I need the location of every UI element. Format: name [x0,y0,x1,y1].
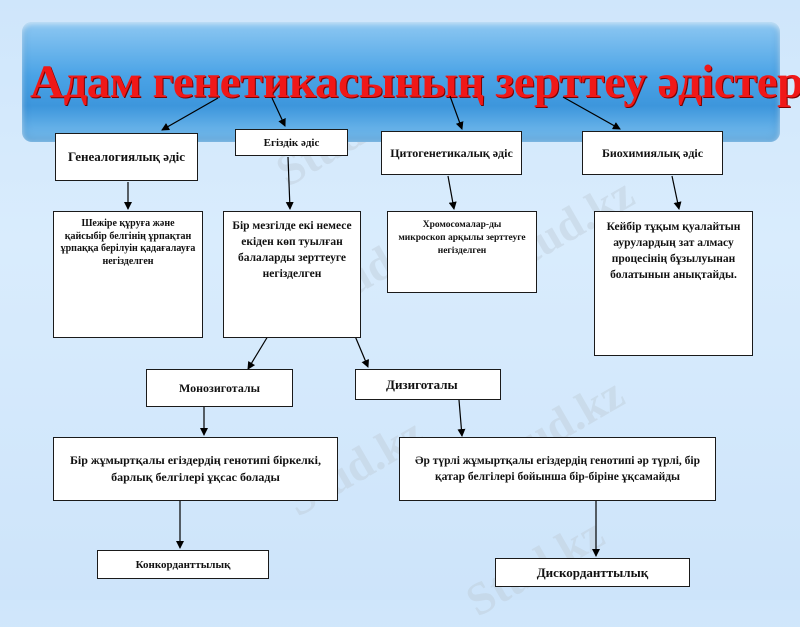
genealogical-description: Шежіре құруға және қайсыбір белгінің ұрп… [60,218,196,267]
arrow [354,335,369,368]
discordance-label: Дискорданттылық [536,564,649,580]
twin-method-label: Егіздік әдіс [263,136,320,149]
arrow [671,175,682,210]
monozygotic-description-box: Бір жұмыртқалы егіздердің генотипі бірке… [53,437,338,501]
cytogenetic-method-label: Цитогенетикалық әдіс [390,145,513,160]
biochemical-method-box: Биохимиялық әдіс [582,131,723,175]
cytogenetic-description: Хромосомалар-ды микроскоп арқылы зерттеу… [398,220,526,256]
monozygotic-label: Монозиготалы [178,380,261,395]
biochemical-description: Кейбір тұқым қуалайтын аурулардың зат ал… [606,221,741,281]
cytogenetic-method-box: Цитогенетикалық әдіс [381,131,522,175]
genealogical-description-box: Шежіре құруға және қайсыбір белгінің ұрп… [53,211,203,338]
dizygotic-box: Дизиготалы [355,369,501,400]
arrow [449,95,464,130]
concordance-label: Конкорданттылық [135,558,231,571]
dizygotic-label: Дизиготалы [386,376,458,392]
discordance-box: Дискорданттылық [495,558,690,587]
monozygotic-description: Бір жұмыртқалы егіздердің генотипі бірке… [69,453,322,484]
twin-description-box: Бір мезгілде екі немесе екіден көп туылғ… [223,211,361,338]
genealogical-method-label: Генеалогиялық әдіс [67,149,186,164]
arrow [285,156,294,210]
connector-arrows [124,95,682,557]
dizygotic-description: Әр түрлі жұмыртқалы егіздердің генотипі … [415,455,700,483]
arrow [457,399,466,437]
cytogenetic-description-box: Хромосомалар-ды микроскоп арқылы зерттеу… [387,211,537,293]
genealogical-method-box: Генеалогиялық әдіс [55,133,198,181]
biochemical-method-label: Биохимиялық әдіс [601,145,704,160]
arrow [247,335,269,370]
monozygotic-box: Монозиготалы [146,369,293,407]
concordance-box: Конкорданттылық [97,550,269,579]
arrow [447,175,457,210]
biochemical-description-box: Кейбір тұқым қуалайтын аурулардың зат ал… [594,211,753,356]
dizygotic-description-box: Әр түрлі жұмыртқалы егіздердің генотипі … [399,437,716,501]
arrow [271,97,286,127]
title-banner [22,22,780,142]
twin-description: Бір мезгілде екі немесе екіден көп туылғ… [232,220,352,280]
twin-method-box: Егіздік әдіс [235,129,348,156]
arrow [562,96,621,130]
page-title: Адам генетикасының зерттеу әдістері [30,56,800,108]
arrow [161,97,219,131]
